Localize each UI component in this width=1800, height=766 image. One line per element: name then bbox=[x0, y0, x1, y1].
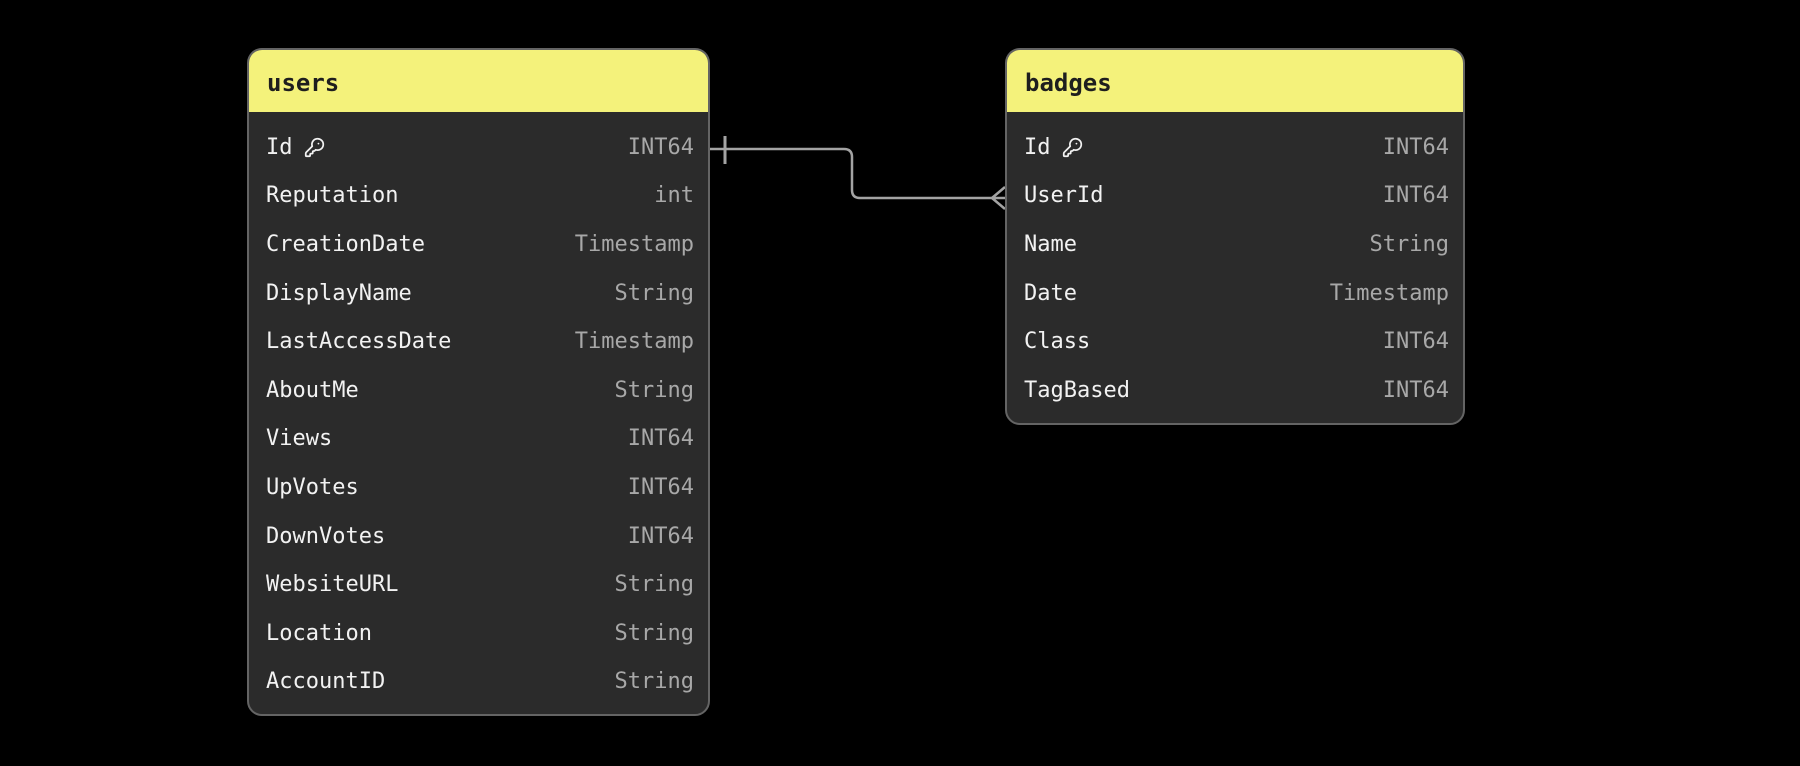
field-type: Timestamp bbox=[1329, 280, 1449, 306]
field-name-wrap: Id bbox=[266, 135, 325, 160]
table-header[interactable]: users bbox=[249, 50, 708, 112]
field-row[interactable]: Id INT64 bbox=[249, 123, 708, 172]
field-row[interactable]: Name String bbox=[1007, 220, 1463, 269]
field-name-wrap: Date bbox=[1024, 281, 1077, 306]
field-name: AboutMe bbox=[266, 377, 359, 403]
field-type: INT64 bbox=[627, 426, 694, 452]
field-name: UpVotes bbox=[266, 474, 359, 500]
field-type: INT64 bbox=[627, 523, 694, 549]
field-name: AccountID bbox=[266, 669, 386, 695]
field-row[interactable]: UpVotes INT64 bbox=[249, 463, 708, 512]
crow-foot-many-marker bbox=[991, 186, 1006, 210]
field-name: Id bbox=[1024, 134, 1051, 160]
field-row[interactable]: AboutMe String bbox=[249, 366, 708, 415]
field-name-wrap: Id bbox=[1024, 135, 1083, 160]
table-header[interactable]: badges bbox=[1007, 50, 1463, 112]
field-name: Id bbox=[266, 134, 293, 160]
field-type: Timestamp bbox=[574, 329, 694, 355]
field-type: String bbox=[614, 377, 694, 403]
field-name-wrap: TagBased bbox=[1024, 378, 1130, 403]
field-row[interactable]: Id INT64 bbox=[1007, 123, 1463, 172]
field-name-wrap: Views bbox=[266, 426, 332, 451]
field-name: TagBased bbox=[1024, 377, 1130, 403]
table-users[interactable]: users Id INT64 Reputation int CreationDa… bbox=[247, 48, 710, 717]
field-name-wrap: Reputation bbox=[266, 183, 398, 208]
field-name-wrap: Location bbox=[266, 621, 372, 646]
field-row[interactable]: CreationDate Timestamp bbox=[249, 220, 708, 269]
field-name: Name bbox=[1024, 231, 1077, 257]
field-name: UserId bbox=[1024, 183, 1104, 209]
field-row[interactable]: Date Timestamp bbox=[1007, 269, 1463, 318]
field-row[interactable]: Location String bbox=[249, 609, 708, 658]
field-name: LastAccessDate bbox=[266, 329, 452, 355]
field-name: Class bbox=[1024, 329, 1091, 355]
field-name-wrap: CreationDate bbox=[266, 232, 425, 257]
field-list: Id INT64 Reputation int CreationDate Tim… bbox=[249, 112, 708, 714]
field-name-wrap: WebsiteURL bbox=[266, 572, 398, 597]
field-row[interactable]: TagBased INT64 bbox=[1007, 366, 1463, 415]
field-row[interactable]: Class INT64 bbox=[1007, 317, 1463, 366]
table-badges[interactable]: badges Id INT64 UserId INT64 Name String… bbox=[1005, 48, 1465, 425]
field-name: WebsiteURL bbox=[266, 572, 399, 598]
table-title: users bbox=[267, 69, 340, 97]
field-type: INT64 bbox=[1382, 329, 1449, 355]
field-type: String bbox=[614, 280, 694, 306]
field-type: INT64 bbox=[627, 474, 694, 500]
field-row[interactable]: Views INT64 bbox=[249, 415, 708, 464]
field-row[interactable]: LastAccessDate Timestamp bbox=[249, 317, 708, 366]
field-row[interactable]: AccountID String bbox=[249, 658, 708, 707]
primary-key-icon bbox=[1062, 137, 1082, 157]
field-name-wrap: UserId bbox=[1024, 183, 1103, 208]
field-name: Reputation bbox=[266, 183, 399, 209]
field-name-wrap: DisplayName bbox=[266, 281, 412, 306]
primary-key-icon bbox=[304, 137, 324, 157]
field-name: Views bbox=[266, 426, 333, 452]
field-name-wrap: DownVotes bbox=[266, 524, 385, 549]
field-row[interactable]: Reputation int bbox=[249, 172, 708, 221]
field-row[interactable]: DisplayName String bbox=[249, 269, 708, 318]
field-type: String bbox=[614, 572, 694, 598]
field-type: INT64 bbox=[1382, 377, 1449, 403]
field-list: Id INT64 UserId INT64 Name String Date T… bbox=[1007, 112, 1463, 423]
field-name-wrap: LastAccessDate bbox=[266, 329, 451, 354]
table-title: badges bbox=[1025, 69, 1112, 97]
field-name: DisplayName bbox=[266, 280, 412, 306]
field-name: Location bbox=[266, 620, 372, 646]
field-type: INT64 bbox=[1382, 134, 1449, 160]
field-name-wrap: Name bbox=[1024, 232, 1077, 257]
field-row[interactable]: UserId INT64 bbox=[1007, 172, 1463, 221]
field-type: Timestamp bbox=[574, 231, 694, 257]
field-name: DownVotes bbox=[266, 523, 386, 549]
field-type: String bbox=[614, 620, 694, 646]
field-row[interactable]: DownVotes INT64 bbox=[249, 512, 708, 561]
field-name-wrap: AccountID bbox=[266, 669, 385, 694]
field-type: INT64 bbox=[627, 134, 694, 160]
field-name-wrap: AboutMe bbox=[266, 378, 359, 403]
field-name-wrap: Class bbox=[1024, 329, 1090, 354]
field-name: CreationDate bbox=[266, 231, 425, 257]
field-name-wrap: UpVotes bbox=[266, 475, 359, 500]
field-type: INT64 bbox=[1382, 183, 1449, 209]
field-type: String bbox=[1369, 231, 1449, 257]
field-name: Date bbox=[1024, 280, 1077, 306]
field-type: String bbox=[614, 669, 694, 695]
field-row[interactable]: WebsiteURL String bbox=[249, 560, 708, 609]
relationship-line[interactable] bbox=[710, 147, 992, 200]
field-type: int bbox=[654, 183, 694, 209]
